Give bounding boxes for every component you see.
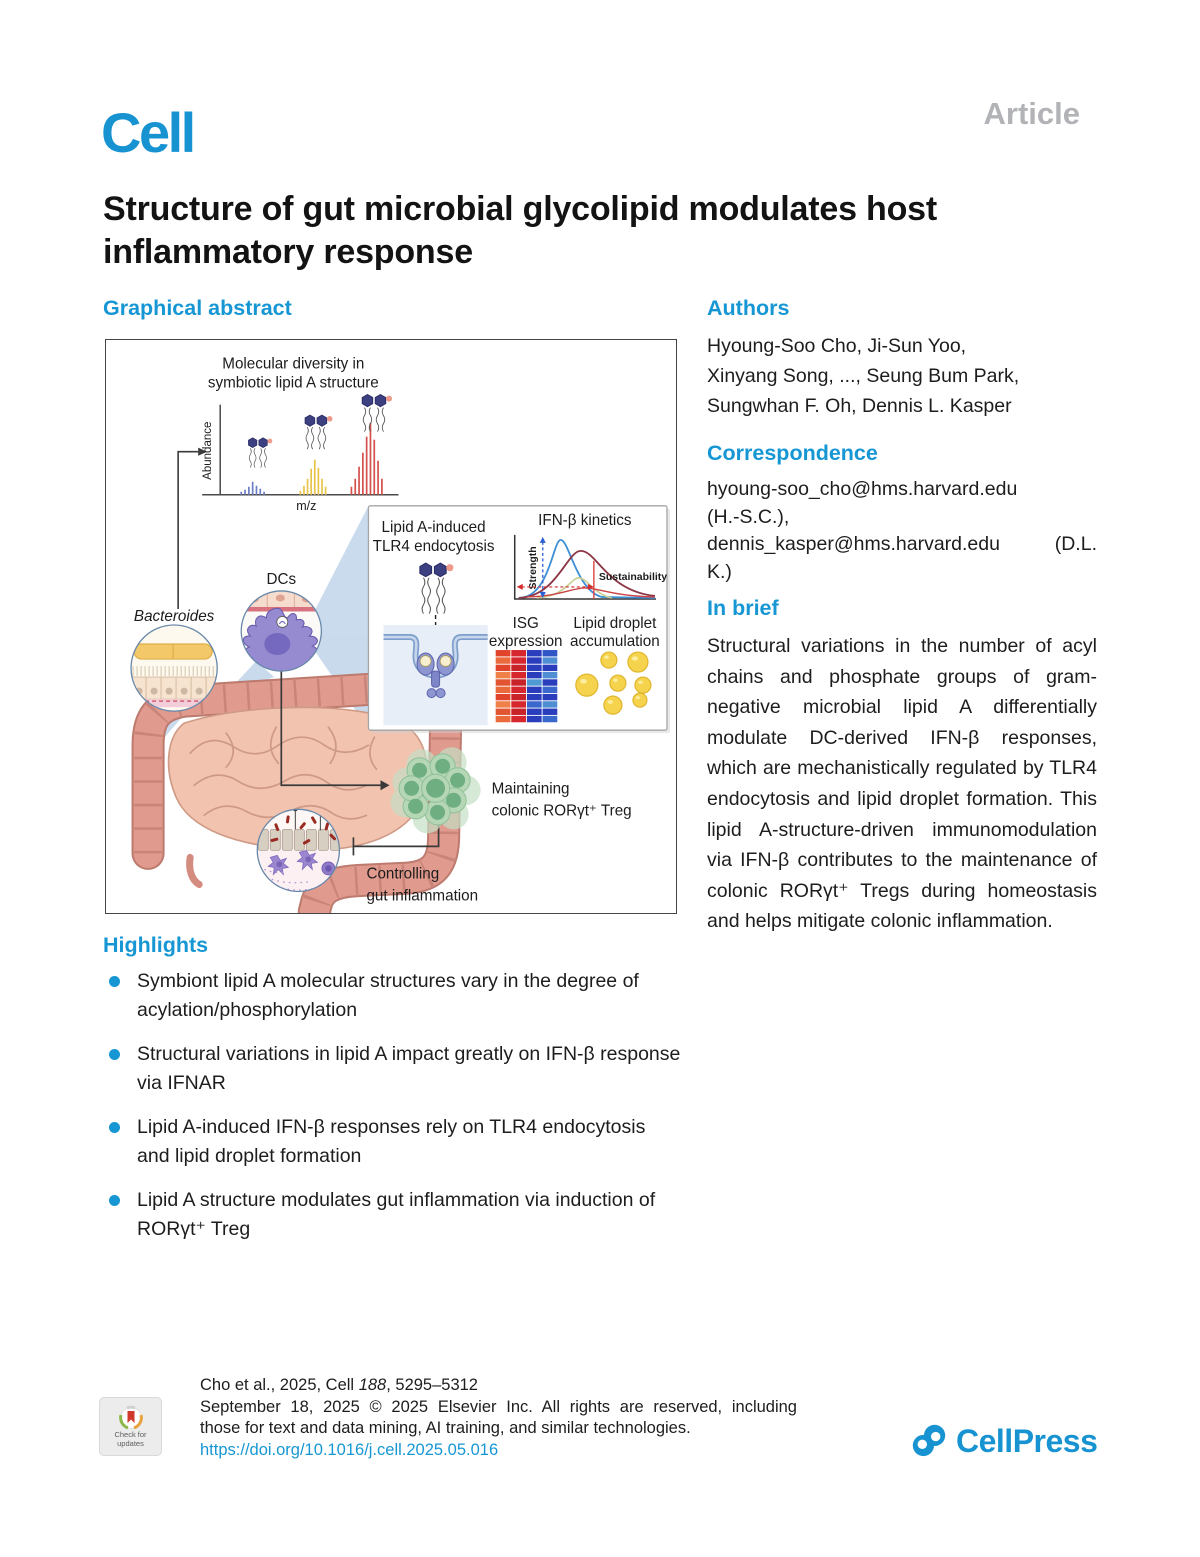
tlr4-label-line1: Lipid A-induced — [382, 519, 486, 536]
strength-label: Strength — [527, 546, 539, 589]
authors-line: Hyoung-Soo Cho, Ji-Sun Yoo, — [707, 335, 967, 357]
correspondence-block: hyoung-soo_cho@hms.harvard.edu (H.-S.C.)… — [707, 476, 1097, 586]
spectrum-xlabel: m/z — [296, 499, 316, 513]
check-for-updates-badge[interactable]: Check for updates — [99, 1397, 162, 1456]
in-brief-heading: In brief — [707, 596, 779, 620]
dcs-label: DCs — [267, 571, 297, 588]
highlight-item: Lipid A structure modulates gut inflamma… — [103, 1186, 688, 1244]
highlight-item: Lipid A-induced IFN-β responses rely on … — [103, 1113, 688, 1171]
treg-label-line2: colonic RORγt⁺ Treg — [492, 802, 632, 819]
bullet-icon — [109, 976, 120, 987]
article-type-label: Article — [983, 96, 1080, 131]
authors-line: Sungwhan F. Oh, Dennis L. Kasper — [707, 395, 1012, 417]
highlight-text: Lipid A-induced IFN-β responses rely on … — [137, 1116, 646, 1167]
lipid-a-icon — [248, 437, 273, 468]
cellpress-wordmark: CellPress — [956, 1422, 1098, 1459]
ifnb-kinetics-title: IFN-β kinetics — [538, 512, 632, 529]
dendritic-cell-inset: DCs — [240, 571, 323, 672]
graphical-abstract-heading: Graphical abstract — [103, 296, 292, 320]
tlr4-receptor-complex — [416, 652, 455, 699]
bullet-icon — [109, 1122, 120, 1133]
lipid-a-icon — [361, 394, 393, 433]
isg-label-line2: expression — [489, 633, 563, 650]
graphical-abstract-figure: Molecular diversity in symbiotic lipid A… — [105, 339, 677, 914]
bullet-icon — [109, 1049, 120, 1060]
tlr4-label-line2: TLR4 endocytosis — [373, 538, 495, 555]
droplet-label-line1: Lipid droplet — [573, 615, 657, 632]
badge-label-line2: updates — [117, 1438, 144, 1448]
highlight-item: Symbiont lipid A molecular structures va… — [103, 967, 688, 1025]
citation-block: Cho et al., 2025, Cell 188, 5295–5312 Se… — [200, 1375, 797, 1461]
treg-label-line1: Maintaining — [492, 780, 570, 797]
isg-expression-heatmap — [495, 650, 558, 723]
inflammation-label-line1: Controlling — [366, 865, 439, 882]
in-brief-text: Structural variations in the number of a… — [707, 635, 1097, 933]
sustainability-label: Sustainability — [599, 571, 667, 583]
lipid-a-icon — [304, 414, 333, 450]
correspondence-email-1[interactable]: hyoung-soo_cho@hms.harvard.edu — [707, 478, 1018, 500]
spectrum-title-line1: Molecular diversity in — [222, 356, 364, 373]
correspondence-email-2[interactable]: dennis_kasper@hms.harvard.edu — [707, 533, 1000, 555]
correspondence-heading: Correspondence — [707, 441, 878, 465]
mechanism-panel: Lipid A-induced TLR4 endocytosis IFN-β k… — [367, 505, 670, 734]
graphical-abstract-svg: Molecular diversity in symbiotic lipid A… — [130, 356, 670, 913]
highlights-list: Symbiont lipid A molecular structures va… — [103, 967, 688, 1259]
spectrum-title-line2: symbiotic lipid A structure — [208, 375, 379, 392]
doi-link[interactable]: https://doi.org/10.1016/j.cell.2025.05.0… — [200, 1440, 499, 1459]
bacteroides-inset: Bacteroides — [130, 608, 218, 712]
highlight-text: Structural variations in lipid A impact … — [137, 1043, 681, 1094]
badge-label-line1: Check for — [114, 1430, 147, 1439]
correspondence-tag-1: (H.-S.C.), — [707, 505, 790, 528]
cellpress-icon — [912, 1424, 946, 1457]
highlight-text: Symbiont lipid A molecular structures va… — [137, 970, 639, 1021]
bacteroides-to-spectrum-arrow — [177, 447, 208, 609]
page-title: Structure of gut microbial glycolipid mo… — [103, 190, 938, 271]
mass-spectrum: Molecular diversity in symbiotic lipid A… — [202, 356, 399, 513]
cellpress-logo[interactable]: CellPress — [910, 1422, 1098, 1460]
treg-cell-cluster — [390, 747, 481, 834]
highlight-item: Structural variations in lipid A impact … — [103, 1040, 688, 1098]
bullet-icon — [109, 1195, 120, 1206]
spectrum-ylabel: Abundance — [202, 422, 214, 480]
authors-heading: Authors — [707, 296, 790, 320]
check-for-updates-icon — [118, 1405, 143, 1430]
isg-label-line1: ISG — [513, 615, 539, 632]
highlights-heading: Highlights — [103, 933, 209, 957]
rights-line-2: those for text and data mining, AI train… — [200, 1419, 691, 1437]
citation-volume: 188 — [358, 1376, 387, 1394]
cell-journal-logo: Cell — [101, 101, 196, 164]
rights-line-1: September 18, 2025 © 2025 Elsevier Inc. … — [200, 1397, 797, 1416]
correspondence-tag-2-cont: K.) — [707, 560, 732, 583]
authors-line: Xinyang Song, ..., Seung Bum Park, — [707, 365, 1020, 387]
correspondence-tag-2: (D.L. — [1054, 533, 1097, 555]
authors-list: Hyoung-Soo Cho, Ji-Sun Yoo, Xinyang Song… — [707, 331, 1097, 421]
lipid-droplets — [575, 651, 652, 715]
citation-line: Cho et al., 2025, Cell 188, 5295–5312 — [200, 1376, 478, 1394]
bacteroides-label: Bacteroides — [134, 608, 215, 625]
spectrum-peaks — [240, 422, 383, 495]
droplet-label-line2: accumulation — [570, 633, 660, 650]
inflammation-label-line2: gut inflammation — [366, 887, 478, 904]
dc-to-treg-connector — [280, 671, 390, 791]
highlight-text: Lipid A structure modulates gut inflamma… — [137, 1189, 656, 1240]
